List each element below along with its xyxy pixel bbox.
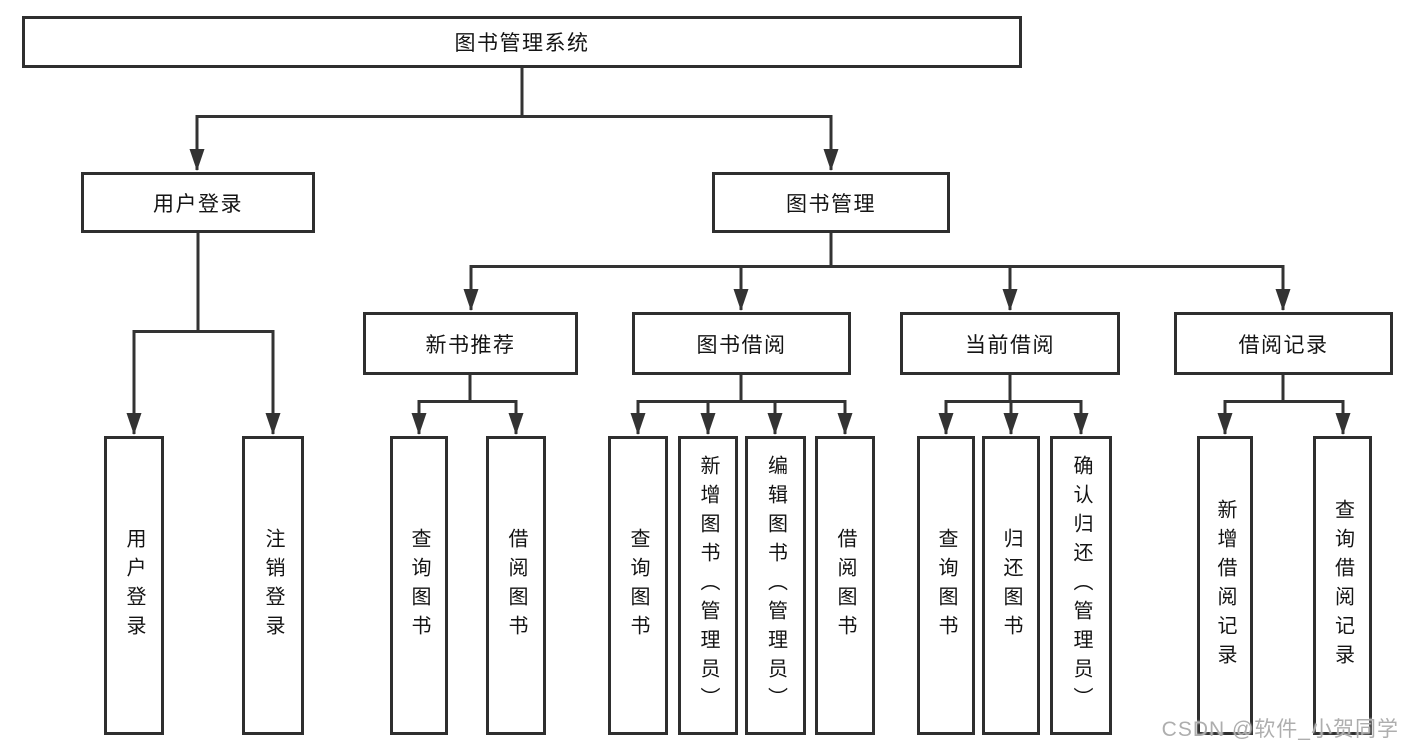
leaf-br-query-record: 查询借阅记录: [1313, 436, 1372, 735]
leaf-nb-borrow-books: 借阅图书: [486, 436, 546, 735]
node-borrow-records: 借阅记录: [1174, 312, 1393, 375]
leaf-cb-return-books: 归还图书: [982, 436, 1040, 735]
csdn-watermark: CSDN @软件_小贺同学: [1161, 718, 1399, 741]
node-book-borrow: 图书借阅: [632, 312, 851, 375]
leaf-bb-query-books: 查询图书: [608, 436, 668, 735]
node-book-management: 图书管理: [712, 172, 950, 233]
leaf-cb-confirm-return-admin: 确认归还（管理员）: [1050, 436, 1112, 735]
node-current-borrow: 当前借阅: [900, 312, 1120, 375]
leaf-bb-add-books-admin: 新增图书（管理员）: [678, 436, 738, 735]
leaf-nb-query-books: 查询图书: [390, 436, 448, 735]
node-new-book-recommend: 新书推荐: [363, 312, 578, 375]
leaf-bb-borrow-books: 借阅图书: [815, 436, 875, 735]
leaf-cb-query-books: 查询图书: [917, 436, 975, 735]
node-user-login: 用户登录: [81, 172, 315, 233]
leaf-bb-edit-books-admin: 编辑图书（管理员）: [745, 436, 806, 735]
leaf-br-add-record: 新增借阅记录: [1197, 436, 1253, 735]
leaf-user-login: 用户登录: [104, 436, 164, 735]
leaf-logout: 注销登录: [242, 436, 304, 735]
node-root: 图书管理系统: [22, 16, 1022, 68]
